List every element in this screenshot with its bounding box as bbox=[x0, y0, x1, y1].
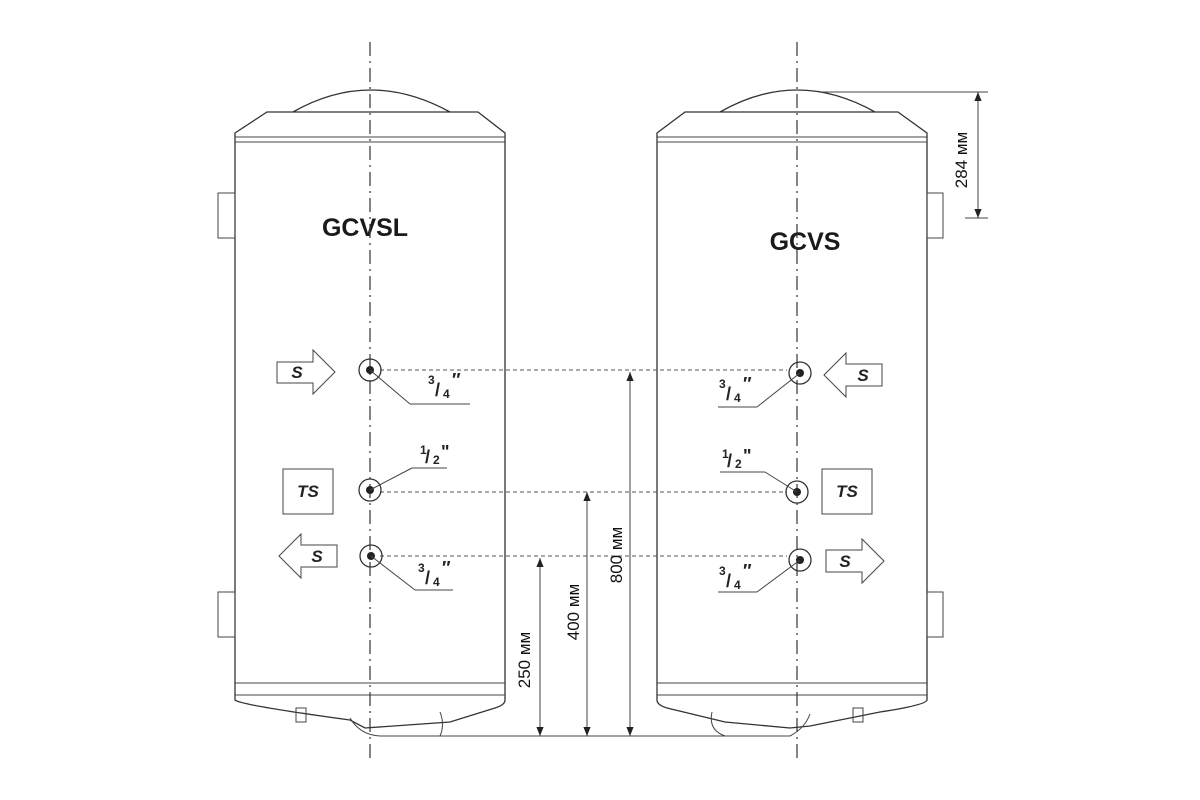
port-middle-left: 1 / 2 " bbox=[358, 442, 450, 502]
svg-text:800 мм: 800 мм bbox=[607, 527, 626, 583]
port-middle-right: 1 / 2 " bbox=[720, 446, 809, 504]
svg-text:/: / bbox=[726, 384, 731, 404]
svg-text:400 мм: 400 мм bbox=[564, 584, 583, 640]
svg-text:4: 4 bbox=[734, 391, 741, 405]
svg-text:2: 2 bbox=[433, 453, 440, 467]
port-upper-left: 3 / 4 ″ bbox=[358, 358, 470, 405]
svg-text:1: 1 bbox=[420, 443, 427, 457]
ts-sensor-box-left: TS bbox=[282, 468, 334, 515]
tank-gcvs: GCVS bbox=[656, 89, 944, 737]
model-label: GCVSL bbox=[322, 214, 408, 242]
svg-text:284 мм: 284 мм bbox=[952, 132, 971, 188]
svg-text:3: 3 bbox=[719, 377, 726, 391]
svg-text:3: 3 bbox=[719, 564, 726, 578]
drain-fitting bbox=[852, 707, 864, 723]
flow-out-arrow-left: S bbox=[278, 532, 338, 580]
drain-fitting bbox=[295, 707, 307, 723]
flow-in-arrow-right: S bbox=[823, 351, 883, 399]
dimension-800: 800 мм bbox=[607, 372, 634, 736]
svg-text:S: S bbox=[311, 547, 323, 566]
port-lower-right: 3 / 4 ″ bbox=[718, 548, 812, 593]
svg-text:": " bbox=[441, 442, 450, 462]
side-connector bbox=[217, 192, 236, 239]
svg-text:″: ″ bbox=[442, 558, 451, 578]
port-upper-right: 3 / 4 ″ bbox=[718, 361, 812, 408]
flow-out-arrow-right: S bbox=[825, 537, 885, 585]
side-connector bbox=[926, 192, 944, 239]
svg-text:S: S bbox=[839, 552, 851, 571]
svg-text:S: S bbox=[291, 363, 303, 382]
svg-text:4: 4 bbox=[734, 578, 741, 592]
svg-text:TS: TS bbox=[297, 482, 319, 501]
svg-text:″: ″ bbox=[452, 370, 461, 390]
svg-text:3: 3 bbox=[428, 373, 435, 387]
svg-text:": " bbox=[743, 446, 752, 466]
svg-text:/: / bbox=[425, 447, 430, 467]
svg-text:″: ″ bbox=[743, 561, 752, 581]
svg-text:2: 2 bbox=[735, 457, 742, 471]
side-connector bbox=[926, 591, 944, 638]
dimension-284: 284 мм bbox=[820, 91, 988, 219]
svg-text:TS: TS bbox=[836, 482, 858, 501]
side-connector bbox=[217, 591, 236, 638]
svg-text:″: ″ bbox=[743, 374, 752, 394]
svg-text:S: S bbox=[857, 366, 869, 385]
model-label: GCVS bbox=[770, 228, 841, 256]
svg-text:/: / bbox=[435, 380, 440, 400]
svg-text:250 мм: 250 мм bbox=[515, 632, 534, 688]
svg-text:1: 1 bbox=[722, 447, 729, 461]
port-lower-left: 3 / 4 ″ bbox=[359, 544, 453, 591]
tank-gcvsl: GCVSL bbox=[217, 89, 506, 737]
svg-text:/: / bbox=[727, 451, 732, 471]
svg-text:/: / bbox=[425, 568, 430, 588]
dimension-400: 400 мм bbox=[564, 492, 591, 736]
ts-sensor-box-right: TS bbox=[821, 468, 873, 515]
flow-in-arrow-left: S bbox=[276, 348, 336, 396]
svg-text:4: 4 bbox=[433, 575, 440, 589]
svg-text:4: 4 bbox=[443, 387, 450, 401]
svg-text:/: / bbox=[726, 571, 731, 591]
dimension-250: 250 мм bbox=[515, 558, 544, 736]
svg-text:3: 3 bbox=[418, 561, 425, 575]
